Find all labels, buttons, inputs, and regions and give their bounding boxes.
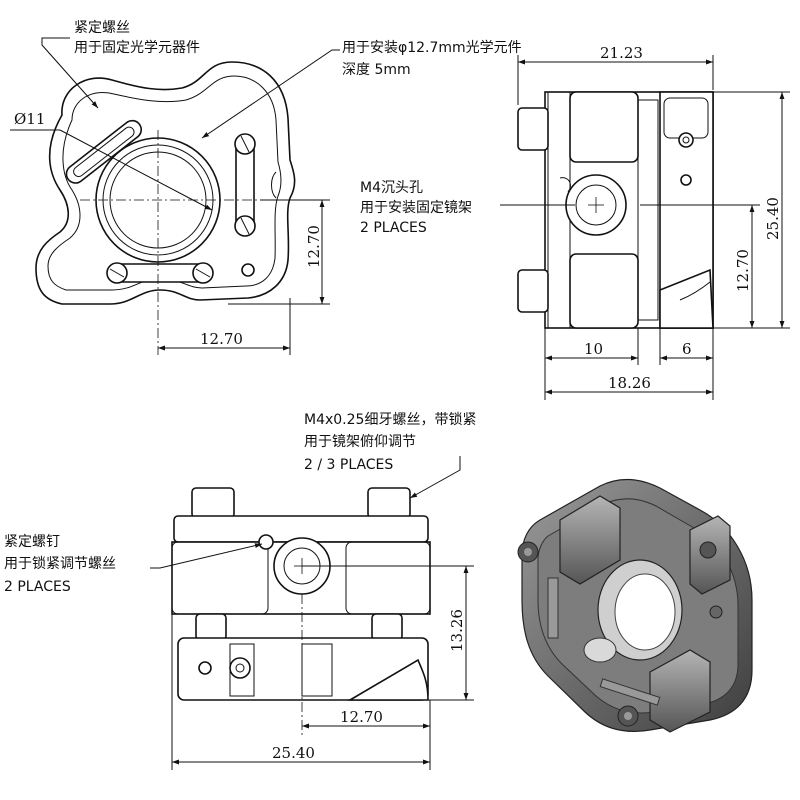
lock-screw-label-line3: 2 PLACES: [4, 579, 71, 595]
lock-screw-label-line1: 紧定螺钉: [4, 534, 60, 550]
setscrew-label-line2: 用于固定光学元器件: [74, 40, 200, 56]
m4-label-line1: M4沉头孔: [360, 180, 423, 196]
dimension-bottom-width: 25.40: [272, 744, 315, 762]
side-view: M4沉头孔 用于安装固定镜架 2 PLACES 21.23 25.40 12.7…: [360, 44, 790, 400]
dimension-bottom-height: 13.26: [448, 609, 466, 652]
setscrew-label-line1: 紧定螺丝: [74, 20, 130, 36]
dimension-side-half: 12.70: [734, 249, 752, 292]
dimension-front-width: 12.70: [200, 330, 243, 348]
bottom-view: 13.26 12.70 25.40 M4x0.25细牙螺丝，带锁紧 用于镜架俯仰…: [4, 412, 476, 770]
dimension-front-height: 12.70: [305, 225, 323, 268]
dimension-bottom-half: 12.70: [340, 708, 383, 726]
bore-label-line1: 用于安装φ12.7mm光学元件: [342, 40, 522, 56]
fine-screw-label-line2: 用于镜架俯仰调节: [304, 434, 416, 450]
dimension-side-height: 25.40: [764, 197, 782, 240]
m4-label-line2: 用于安装固定镜架: [360, 200, 472, 216]
dimension-side-top: 21.23: [600, 44, 643, 62]
bore-label-line2: 深度 5mm: [342, 62, 411, 78]
lock-screw-label-line2: 用于锁紧调节螺丝: [4, 556, 116, 572]
dimension-diameter: Ø11: [14, 110, 45, 128]
fine-screw-label-line1: M4x0.25细牙螺丝，带锁紧: [304, 412, 476, 428]
isometric-render: [517, 478, 753, 733]
dimension-side-10: 10: [584, 340, 603, 358]
fine-screw-label-line3: 2 / 3 PLACES: [304, 457, 393, 473]
dimension-side-total: 18.26: [608, 374, 651, 392]
m4-label-line3: 2 PLACES: [360, 220, 427, 236]
front-view: Ø11 12.70 12.70 紧定螺丝 用于固定光学元器件 用于安装φ12.7…: [10, 20, 522, 355]
dimension-side-6: 6: [682, 340, 692, 358]
